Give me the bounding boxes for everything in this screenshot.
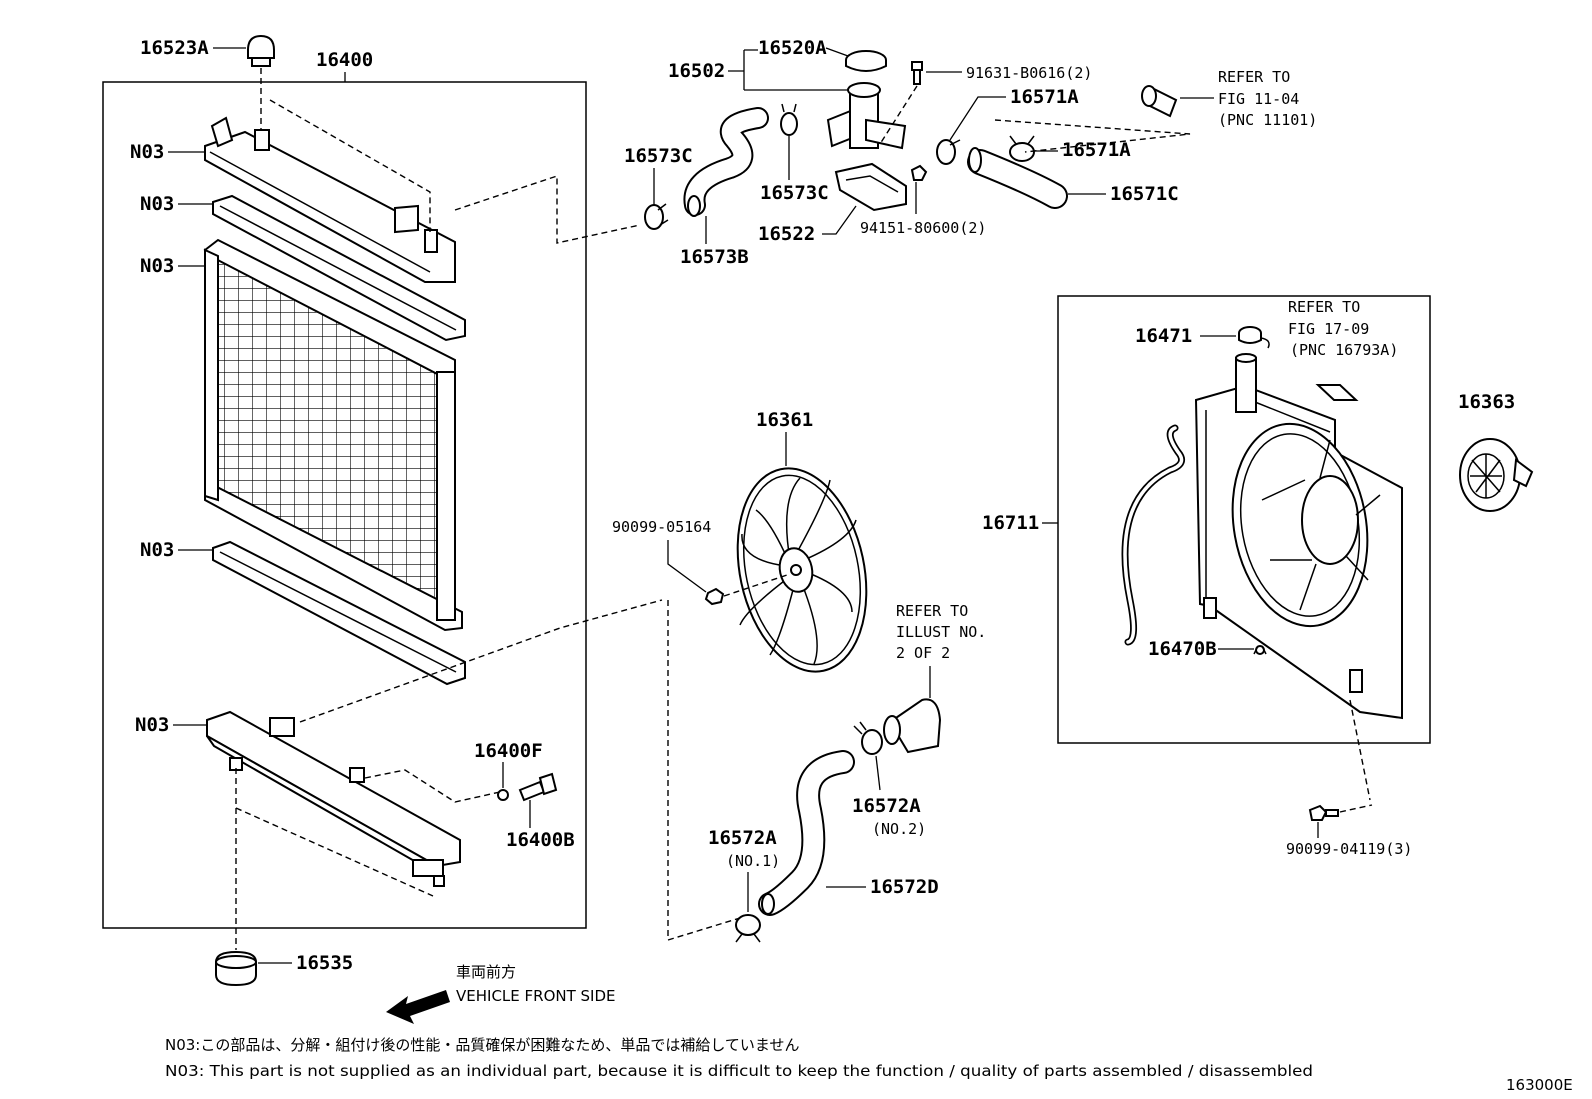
nut-94151-80600 xyxy=(910,164,928,181)
pipe-ref-11-04 xyxy=(1141,85,1178,118)
callout-16572A-no1: 16572A xyxy=(708,827,777,849)
callout-16711: 16711 xyxy=(982,512,1039,534)
ref-fig-17-09-line1: REFER TO xyxy=(1288,298,1360,316)
callout-16400B: 16400B xyxy=(506,829,575,851)
reservoir-cap-16471 xyxy=(1238,326,1270,349)
callout-16502: 16502 xyxy=(668,60,725,82)
callout-16573B: 16573B xyxy=(680,246,749,268)
callout-16573C-right: 16573C xyxy=(760,182,829,204)
radiator-mount-16535 xyxy=(215,950,257,987)
radiator-core xyxy=(203,238,463,632)
ref-illust-line1: REFER TO xyxy=(896,602,968,620)
clamp-16572A-no2 xyxy=(853,721,883,755)
callout-16571A-lower: 16571A xyxy=(1062,139,1131,161)
callout-16571C: 16571C xyxy=(1110,183,1179,205)
upper-tank xyxy=(204,116,456,283)
callout-90099-04119: 90099-04119(3) xyxy=(1286,840,1412,858)
ref-fig-11-04-line3: (PNC 11101) xyxy=(1218,111,1317,129)
callout-16572A-no1-sub: (NO.1) xyxy=(726,852,780,870)
callout-n03-upper-gasket: N03 xyxy=(140,193,174,215)
hose-clip-16470B xyxy=(1253,645,1267,655)
callout-16572A-no2-sub: (NO.2) xyxy=(872,820,926,838)
callout-94151-80600: 94151-80600(2) xyxy=(860,219,986,237)
direction-label-en: VEHICLE FRONT SIDE xyxy=(456,987,616,1005)
callout-16573C-left: 16573C xyxy=(624,145,693,167)
callout-16535: 16535 xyxy=(296,952,353,974)
ref-fig-11-04-line2: FIG 11-04 xyxy=(1218,90,1299,108)
callout-91631-B0616: 91631-B0616(2) xyxy=(966,64,1092,82)
figure-code: 163000E xyxy=(1506,1076,1573,1094)
callout-16400F: 16400F xyxy=(474,740,543,762)
callout-16471: 16471 xyxy=(1135,325,1192,347)
callout-16572A-no2: 16572A xyxy=(852,795,921,817)
callout-n03-lower-tank: N03 xyxy=(135,714,169,736)
callout-16361: 16361 xyxy=(756,409,813,431)
callout-16520A: 16520A xyxy=(758,37,827,59)
clamp-16571A-upper xyxy=(936,139,961,165)
note-n03-en: N03: This part is not supplied as an ind… xyxy=(165,1062,1313,1080)
callout-16572D: 16572D xyxy=(870,876,939,898)
radiator-cap-16523A xyxy=(247,34,275,67)
outlet-ref-illust-2 xyxy=(883,698,942,754)
clamp-16571A-lower xyxy=(1009,135,1035,162)
callout-16363: 16363 xyxy=(1458,391,1515,413)
fan-16361 xyxy=(736,467,868,673)
ref-illust-line3: 2 OF 2 xyxy=(896,644,950,662)
callout-16470B: 16470B xyxy=(1148,638,1217,660)
bolt-91631-B0616 xyxy=(911,61,923,85)
ref-illust-line2: ILLUST NO. xyxy=(896,623,986,641)
drain-oring-16400F xyxy=(497,789,509,801)
shroud-assembly-frame xyxy=(1057,295,1431,744)
fan-shroud-16711 xyxy=(1194,353,1403,720)
clamp-16573C-right xyxy=(780,103,798,136)
callout-16522: 16522 xyxy=(758,223,815,245)
label-ref-17-09 xyxy=(1315,384,1359,401)
fan-motor-16363 xyxy=(1459,438,1534,512)
bracket-16522 xyxy=(834,162,907,212)
callout-n03-lower-gasket: N03 xyxy=(140,539,174,561)
lower-tank xyxy=(206,710,461,887)
callout-16523A: 16523A xyxy=(140,37,209,59)
callout-16400: 16400 xyxy=(316,49,373,71)
nut-90099-05164 xyxy=(704,587,725,606)
callout-16571A-upper: 16571A xyxy=(1010,86,1079,108)
ref-fig-17-09-line3: (PNC 16793A) xyxy=(1290,341,1398,359)
callout-90099-05164: 90099-05164 xyxy=(612,518,711,536)
callout-n03-upper-tank: N03 xyxy=(130,141,164,163)
clamp-16573C-left xyxy=(644,203,669,230)
note-n03-jp: N03:この部品は、分解・組付け後の性能・品質確保が困難なため、単品では補給して… xyxy=(165,1036,799,1054)
direction-label-jp: 車両前方 xyxy=(456,963,516,981)
vehicle-front-arrow-icon xyxy=(386,990,450,1024)
ref-fig-11-04-line1: REFER TO xyxy=(1218,68,1290,86)
drain-cock-16400B xyxy=(518,772,558,802)
clamp-16572A-no1 xyxy=(735,914,761,943)
ref-fig-17-09-line2: FIG 17-09 xyxy=(1288,320,1369,338)
radiator-cap-16520A xyxy=(845,50,887,72)
bolt-90099-04119 xyxy=(1308,804,1339,821)
water-inlet-16502 xyxy=(826,82,907,150)
callout-n03-core: N03 xyxy=(140,255,174,277)
